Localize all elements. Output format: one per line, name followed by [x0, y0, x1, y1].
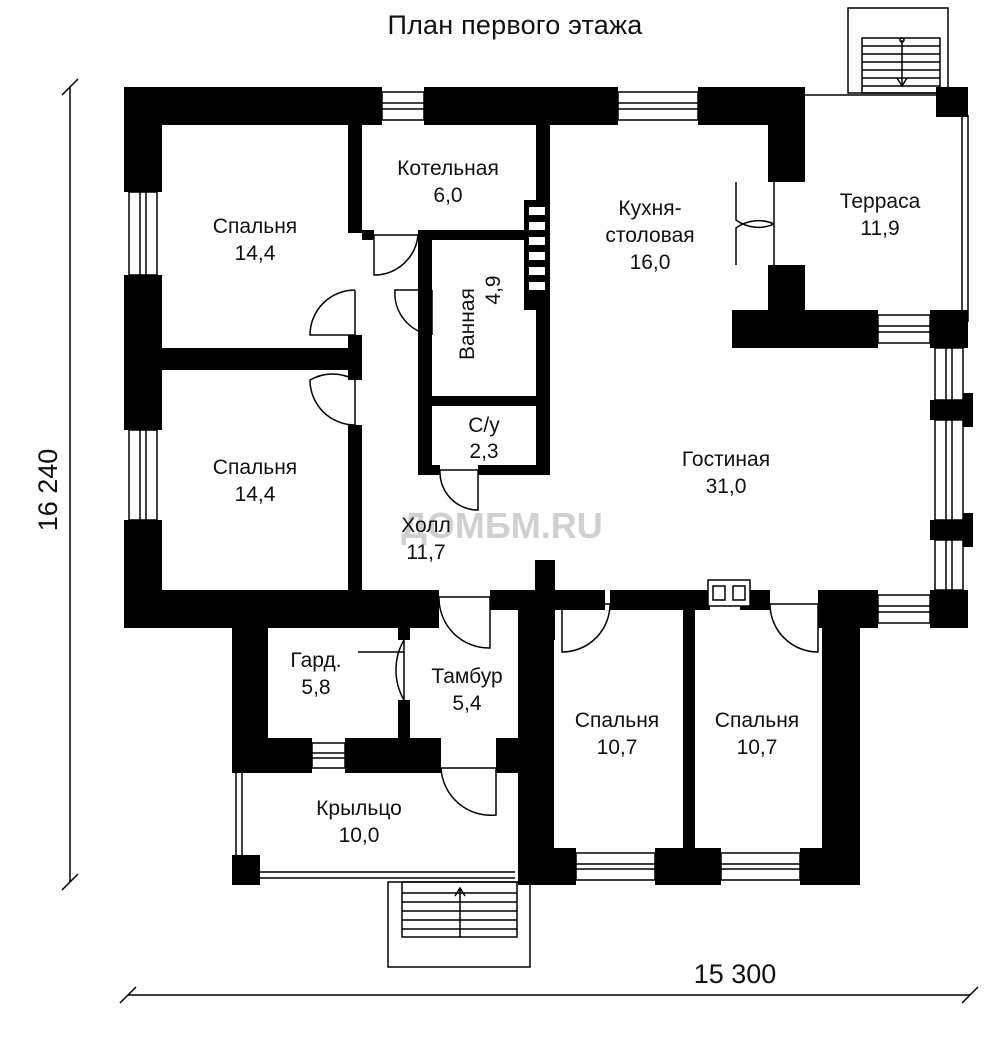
room-name: Спальня	[213, 215, 297, 238]
room-name-2: столовая	[605, 224, 694, 247]
room-area: 31,0	[706, 475, 747, 498]
room-kitchen: Кухня- столовая 16,0	[605, 197, 694, 274]
room-name: Ванная	[456, 288, 479, 360]
room-name: Спальня	[715, 709, 799, 732]
room-name: Терраса	[840, 190, 921, 213]
room-area: 10,7	[737, 736, 778, 759]
windows	[128, 91, 964, 881]
room-name: Котельная	[397, 157, 499, 180]
room-name: Гард.	[290, 649, 341, 672]
chimney-icon	[529, 207, 545, 290]
porch-stairs	[387, 881, 531, 968]
room-area: 11,7	[406, 541, 445, 564]
room-area: 2,3	[469, 440, 498, 463]
room-terrace: Терраса 11,9	[840, 190, 921, 240]
room-vestibule: Тамбур 5,4	[431, 665, 502, 715]
room-name: Спальня	[213, 456, 297, 479]
room-porch: Крыльцо 10,0	[316, 797, 402, 847]
plan-title: План первого этажа	[387, 10, 643, 40]
room-name: С/у	[468, 414, 500, 437]
room-wc: С/у 2,3	[468, 414, 500, 463]
room-area: 5,4	[452, 692, 482, 715]
room-area: 6,0	[433, 184, 462, 207]
room-name: Холл	[401, 514, 451, 537]
room-area: 10,7	[597, 736, 638, 759]
doors	[309, 182, 819, 817]
room-bed2: Спальня 14,4	[213, 456, 297, 506]
railings	[235, 94, 969, 879]
width-dimension: 15 300	[694, 959, 777, 989]
room-area: 16,0	[630, 251, 671, 274]
room-area: 11,9	[860, 217, 899, 240]
dimension-lines	[61, 78, 979, 1004]
room-hall: Холл 11,7	[401, 514, 451, 564]
room-living: Гостиная 31,0	[682, 448, 770, 498]
room-name: Крыльцо	[316, 797, 402, 820]
room-boiler: Котельная 6,0	[397, 157, 499, 207]
room-area: 5,8	[301, 676, 330, 699]
room-bed4: Спальня 10,7	[715, 709, 799, 759]
room-area: 10,0	[339, 824, 380, 847]
room-wardrobe: Гард. 5,8	[290, 649, 341, 699]
room-name: Спальня	[575, 709, 659, 732]
room-area: 14,4	[235, 483, 276, 506]
room-name: Гостиная	[682, 448, 770, 471]
watermark-text: ДОМБМ.RU	[401, 505, 603, 546]
room-area: 14,4	[235, 242, 276, 265]
walls	[124, 87, 973, 885]
height-dimension: 16 240	[33, 449, 63, 532]
room-bath: Ванная 4,9	[456, 275, 505, 360]
terrace-stairs	[847, 7, 949, 94]
room-bed3: Спальня 10,7	[575, 709, 659, 759]
room-name: Тамбур	[431, 665, 502, 688]
room-bed1: Спальня 14,4	[213, 215, 297, 265]
radiator-icon	[707, 579, 751, 607]
room-name-1: Кухня-	[618, 197, 681, 220]
room-area: 4,9	[482, 275, 505, 304]
